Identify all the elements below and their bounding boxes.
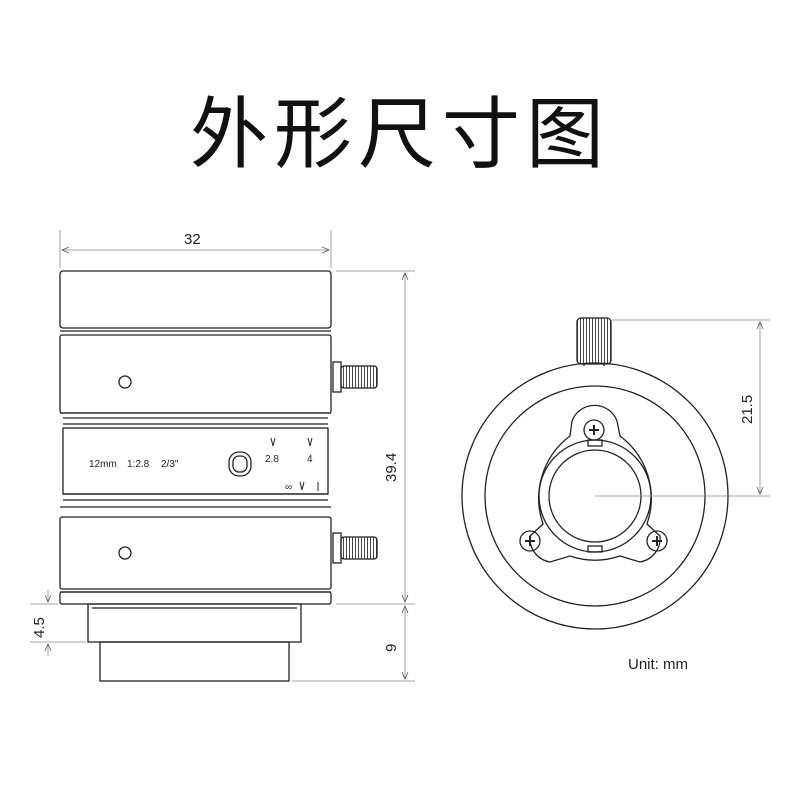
dimension-lines-front [595,319,770,497]
aperture-scale [270,437,319,491]
lens-format-text: 2/3" [161,459,179,470]
dim-width-label: 32 [184,231,201,248]
dim-height-label: 39.4 [383,453,400,482]
side-view [59,270,378,682]
dim-mount-length-label: 9 [383,644,400,652]
f28-mark: 2.8 [265,454,279,465]
lens-aperture-text: 1:2.8 [127,459,150,470]
dim-screw-height-label: 21.5 [739,395,756,424]
front-view [461,317,729,630]
screw-cross-icons [525,425,662,546]
unit-label: Unit: mm [628,656,688,673]
f4-mark: 4 [307,454,313,465]
dimension-lines-side [30,230,415,682]
lens-focal-text: 12mm [89,459,117,470]
page-title: 外形尺寸图 [189,90,610,180]
infinity-mark: ∞ [285,482,292,493]
dim-mount-offset-label: 4.5 [31,617,48,638]
